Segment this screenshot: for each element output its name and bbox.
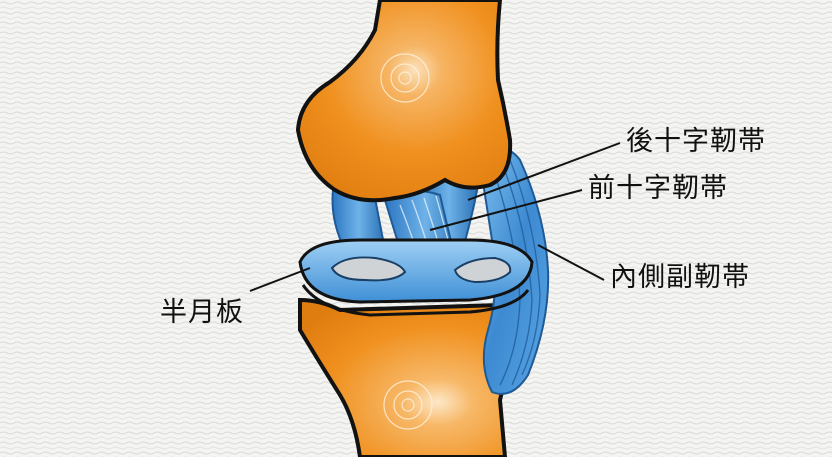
label-medial-collateral-ligament: 內側副靭帯 [610,264,750,291]
label-anterior-cruciate-ligament: 前十字靭帯 [588,175,728,202]
label-meniscus: 半月板 [160,299,244,326]
label-posterior-cruciate-ligament: 後十字靭帯 [626,128,766,155]
